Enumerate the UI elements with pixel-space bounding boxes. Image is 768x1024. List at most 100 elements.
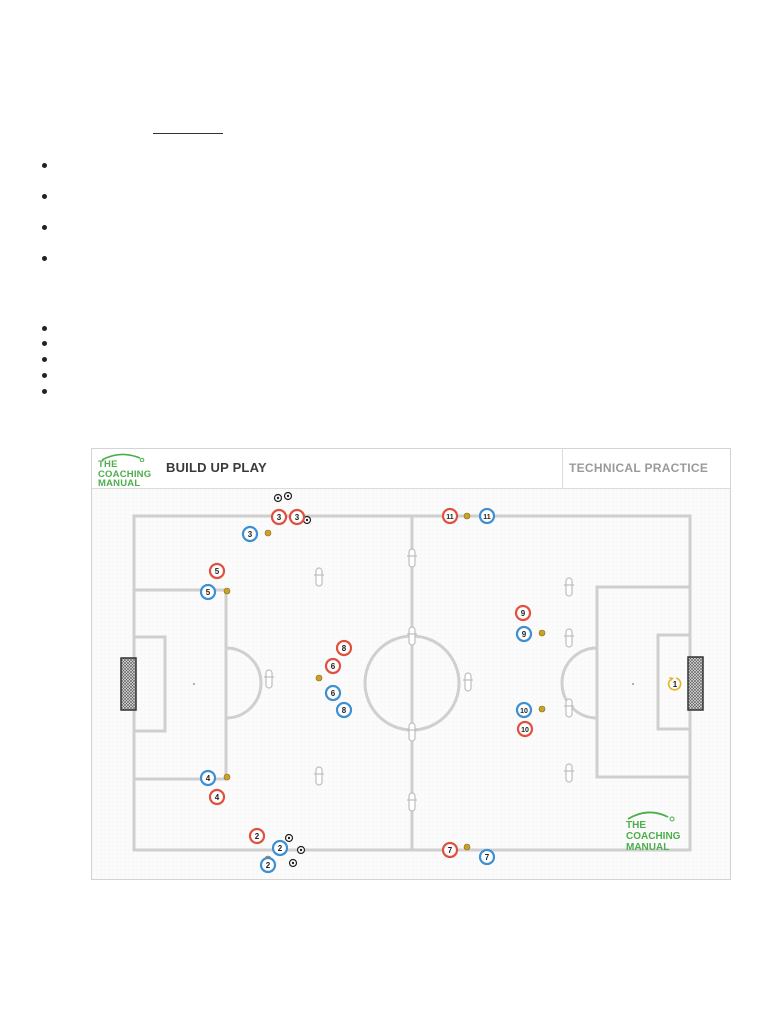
player-blue-9: 9	[515, 625, 533, 643]
bullet-dot	[42, 341, 47, 346]
player-blue-7: 7	[478, 848, 496, 866]
ball-marker	[538, 705, 546, 713]
player-number: 3	[277, 513, 282, 522]
watermark-line: COACHING	[626, 831, 681, 842]
player-red-9: 9	[514, 604, 532, 622]
player-blue-2: 2	[271, 839, 289, 857]
goalkeeper-number: 1	[673, 680, 678, 689]
left-goal	[120, 657, 137, 711]
mannequin-icon	[264, 669, 274, 689]
player-number: 7	[485, 853, 490, 862]
right-penalty-spot	[632, 683, 634, 685]
logo-arrow-icon	[101, 453, 145, 462]
ball-marker	[463, 512, 471, 520]
player-number: 4	[206, 774, 211, 783]
player-number: 9	[522, 630, 527, 639]
coaching-manual-logo: THE COACHING MANUAL	[98, 453, 152, 489]
session-diagram-card: THE COACHING MANUAL BUILD UP PLAY TECHNI…	[91, 448, 731, 880]
player-number: 8	[342, 644, 347, 653]
ball-marker	[315, 674, 323, 682]
player-number: 6	[331, 689, 336, 698]
player-number: 5	[215, 567, 220, 576]
player-blue-11: 11	[478, 507, 496, 525]
watermark-line: MANUAL	[626, 842, 669, 853]
football-icon	[284, 833, 294, 843]
mannequin-icon	[314, 766, 324, 786]
bullet-dot	[42, 357, 47, 362]
player-red-3: 3	[270, 508, 288, 526]
player-number: 10	[520, 708, 528, 715]
player-number: 8	[342, 706, 347, 715]
player-red-2: 2	[248, 827, 266, 845]
ball-marker	[538, 629, 546, 637]
mannequin-icon	[407, 626, 417, 646]
player-number: 3	[295, 513, 300, 522]
player-red-5: 5	[208, 562, 226, 580]
football-icon	[288, 858, 298, 868]
player-blue-10: 10	[515, 701, 533, 719]
mannequin-icon	[407, 792, 417, 812]
logo-line: MANUAL	[98, 478, 141, 489]
watermark-line: THE	[626, 820, 646, 831]
mannequin-icon	[564, 628, 574, 648]
ball-marker	[463, 843, 471, 851]
player-number: 11	[483, 514, 491, 521]
player-number: 2	[278, 844, 283, 853]
logo-line: COACHING	[98, 468, 152, 480]
player-blue-5: 5	[199, 583, 217, 601]
player-number: 2	[266, 861, 271, 870]
football-icon	[273, 493, 283, 503]
player-red-3: 3	[288, 508, 306, 526]
player-red-8: 8	[335, 639, 353, 657]
mannequin-icon	[564, 763, 574, 783]
practice-type-label: TECHNICAL PRACTICE	[569, 461, 709, 475]
bullet-dot	[42, 373, 47, 378]
bullet-dot	[42, 225, 47, 230]
diagram-title: BUILD UP PLAY	[166, 460, 267, 475]
mannequin-icon	[564, 698, 574, 718]
diagram-header: THE COACHING MANUAL BUILD UP PLAY TECHNI…	[92, 449, 730, 489]
ball-marker	[264, 529, 272, 537]
bullet-dot	[42, 163, 47, 168]
player-number: 6	[331, 662, 336, 671]
section-heading-underline	[153, 133, 223, 134]
header-divider	[562, 449, 563, 488]
player-number: 7	[448, 846, 453, 855]
mannequin-icon	[407, 548, 417, 568]
football-icon	[296, 845, 306, 855]
player-blue-6: 6	[324, 684, 342, 702]
mannequin-icon	[564, 577, 574, 597]
mannequin-icon	[463, 672, 473, 692]
mannequin-icon	[314, 567, 324, 587]
goalkeeper-1: 1	[667, 677, 682, 691]
player-red-10: 10	[516, 720, 534, 738]
bullet-dot	[42, 389, 47, 394]
ball-marker	[223, 587, 231, 595]
player-red-7: 7	[441, 841, 459, 859]
player-blue-3: 3	[241, 525, 259, 543]
player-number: 3	[248, 530, 253, 539]
player-blue-2: 2	[259, 856, 277, 874]
player-number: 9	[521, 609, 526, 618]
right-goal	[687, 656, 704, 711]
player-blue-4: 4	[199, 769, 217, 787]
player-red-4: 4	[208, 788, 226, 806]
player-number: 5	[206, 588, 211, 597]
left-penalty-spot	[193, 683, 195, 685]
bullet-dot	[42, 256, 47, 261]
player-red-6: 6	[324, 657, 342, 675]
player-number: 11	[446, 514, 454, 521]
right-penalty-arc	[560, 646, 598, 720]
player-red-11: 11	[441, 507, 459, 525]
player-number: 10	[521, 727, 529, 734]
watermark-logo: THE COACHING MANUAL	[626, 811, 681, 853]
player-blue-8: 8	[335, 701, 353, 719]
football-icon	[283, 491, 293, 501]
bullet-dot	[42, 194, 47, 199]
player-number: 2	[255, 832, 260, 841]
player-number: 4	[215, 793, 220, 802]
ball-marker	[223, 773, 231, 781]
logo-line: THE	[98, 459, 118, 470]
